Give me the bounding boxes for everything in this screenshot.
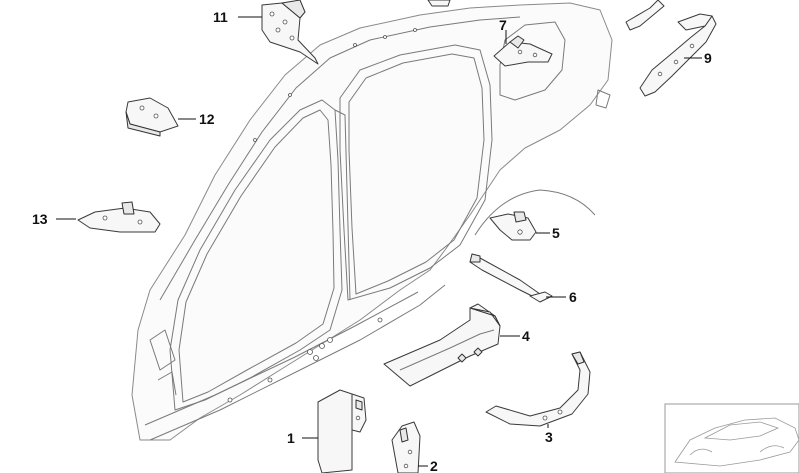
part-5-clip [489, 211, 550, 241]
callout-1: 1 [287, 430, 295, 446]
callout-2: 2 [430, 458, 438, 473]
callout-6: 6 [569, 289, 577, 305]
callout-11: 11 [213, 9, 228, 25]
part-7-bracket [493, 30, 553, 67]
part-2-bracket [391, 421, 428, 473]
part-12-bracket [125, 97, 196, 137]
callout-9: 9 [704, 50, 712, 66]
side-frame [131, 2, 613, 441]
callout-5: 5 [552, 225, 560, 241]
part-13-plate [56, 201, 161, 233]
callout-13: 13 [32, 211, 48, 227]
callout-4: 4 [522, 328, 530, 344]
callout-3: 3 [545, 429, 553, 445]
part-3-reinforcement [485, 351, 591, 428]
part-6-strip [469, 253, 566, 303]
locator-thumbnail [664, 403, 799, 473]
part-top-clip [427, 0, 451, 7]
part-4-tray [383, 303, 520, 387]
part-11-bracket [238, 0, 319, 65]
callout-12: 12 [199, 111, 215, 127]
part-1-bracket [302, 389, 367, 473]
part-9-reinforcement [625, 0, 717, 97]
callout-7: 7 [499, 17, 507, 33]
